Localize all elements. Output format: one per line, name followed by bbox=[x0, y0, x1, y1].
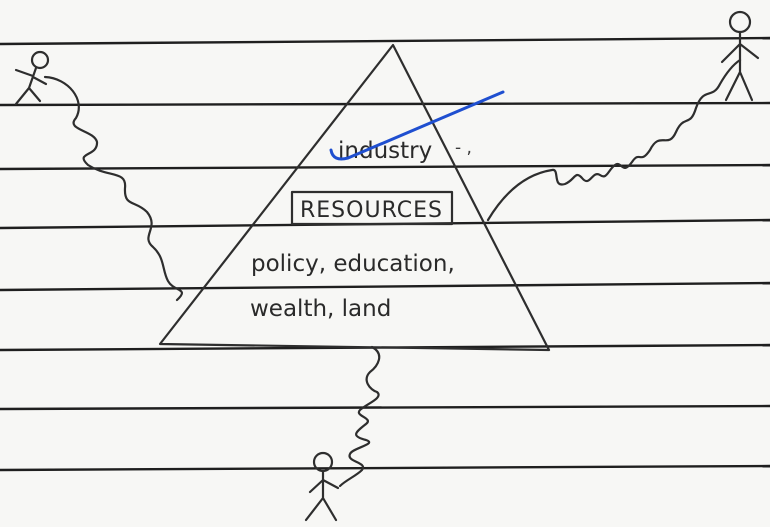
bottom-coiled-rope bbox=[338, 345, 381, 488]
blue-strike-mark bbox=[329, 90, 505, 161]
pyramid-top-word-trailing-marks: - , bbox=[455, 138, 472, 158]
left-coiled-rope bbox=[43, 75, 184, 302]
left-stick-figure bbox=[14, 50, 50, 106]
pyramid-outline bbox=[158, 43, 551, 352]
pyramid-line-three: policy, education, bbox=[251, 251, 455, 277]
resources-box bbox=[290, 190, 454, 226]
right-coiled-rope bbox=[486, 58, 742, 222]
pyramid-boxed-label: RESOURCES bbox=[300, 198, 443, 223]
bottom-stick-figure bbox=[304, 451, 340, 522]
right-stick-figure bbox=[720, 10, 760, 102]
pyramid-line-four: wealth, land bbox=[250, 296, 391, 322]
